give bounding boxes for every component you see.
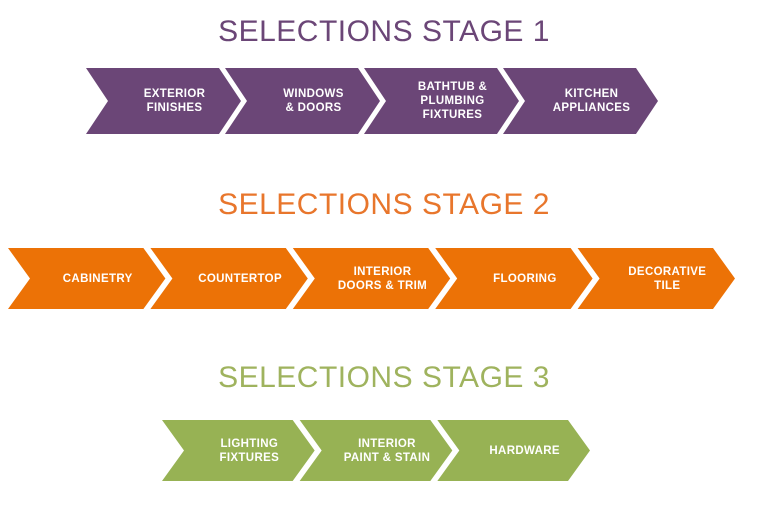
chevron-group-3 [162,420,590,481]
chevron-shape[interactable] [225,68,380,134]
chevron-shape[interactable] [299,420,453,481]
chevron-shape[interactable] [364,68,519,134]
stage-title-2: SELECTIONS STAGE 2 [218,188,550,221]
chevron-group-1 [86,68,658,134]
chevron-group-2 [8,248,735,309]
chevron-shape[interactable] [437,420,590,481]
chevron-shape[interactable] [292,248,451,309]
chevron-shape[interactable] [150,248,308,309]
stage-title-1: SELECTIONS STAGE 1 [218,15,550,48]
chevron-shape[interactable] [503,68,658,134]
chevron-shape[interactable] [8,248,166,309]
chevron-shape[interactable] [435,248,593,309]
chevron-shape[interactable] [86,68,241,134]
chevron-shape[interactable] [577,248,735,309]
chevron-shape[interactable] [162,420,315,481]
stage-title-3: SELECTIONS STAGE 3 [218,361,550,394]
